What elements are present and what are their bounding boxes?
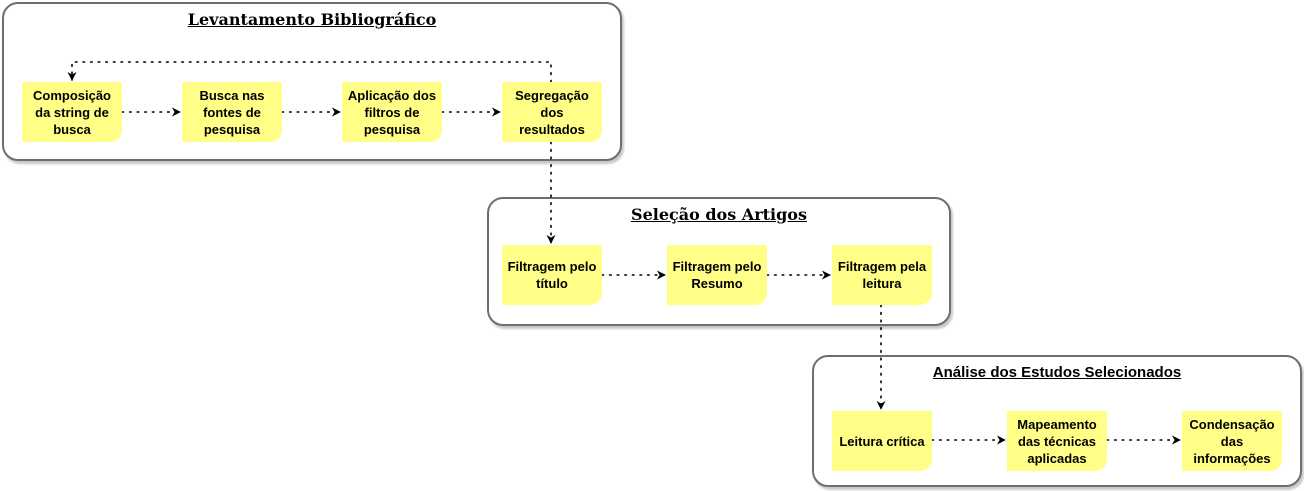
group-title-levantamento: Levantamento Bibliográfico — [187, 10, 437, 29]
node-filtragem-titulo[interactable]: Filtragem pelo título — [502, 245, 602, 305]
group-title-analise: Análise dos Estudos Selecionados — [932, 364, 1182, 381]
group-title-selecao: Seleção dos Artigos — [631, 205, 807, 224]
node-leitura-critica[interactable]: Leitura crítica — [832, 411, 932, 471]
node-composicao-string-busca[interactable]: Composição da string de busca — [22, 82, 122, 142]
node-aplicacao-filtros[interactable]: Aplicação dos filtros de pesquisa — [342, 82, 442, 142]
node-filtragem-resumo[interactable]: Filtragem pelo Resumo — [667, 245, 767, 305]
node-mapeamento-tecnicas[interactable]: Mapeamento das técnicas aplicadas — [1007, 411, 1107, 471]
node-filtragem-leitura[interactable]: Filtragem pela leitura — [832, 245, 932, 305]
node-condensacao-informacoes[interactable]: Condensação das informações — [1182, 411, 1282, 471]
node-busca-fontes-pesquisa[interactable]: Busca nas fontes de pesquisa — [182, 82, 282, 142]
node-segregacao-resultados[interactable]: Segregação dos resultados — [502, 82, 602, 142]
